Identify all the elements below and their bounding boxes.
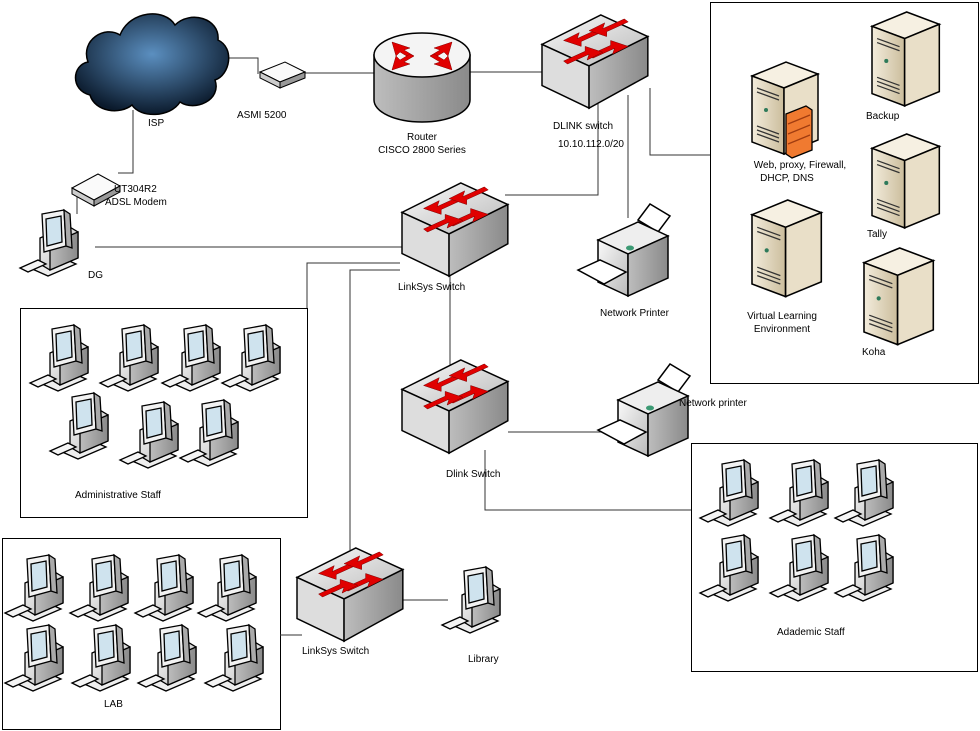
label-dlink-switch: DLINK switch — [553, 121, 613, 132]
link-linksys-admin — [306, 262, 400, 308]
lab-computer-icon — [196, 553, 257, 622]
academic-staff-box — [691, 443, 978, 672]
server-room-box — [710, 2, 979, 384]
lab-computer-icon — [3, 623, 64, 692]
router-icon — [373, 32, 471, 123]
adsl-modem-icon — [70, 173, 122, 207]
link-isp-asmi — [222, 57, 259, 74]
web-server-icon — [749, 61, 821, 159]
network-printer-2-icon — [596, 363, 692, 458]
link-isp-modem — [118, 110, 134, 174]
label-tally: Tally — [867, 229, 887, 240]
backup-server-icon — [869, 11, 942, 107]
label-lab: LAB — [104, 699, 123, 710]
admin-computer-icon — [160, 323, 221, 392]
admin-staff-box — [20, 308, 308, 518]
label-modem: ADSL Modem — [105, 197, 167, 208]
lab-computer-icon — [136, 623, 197, 692]
lab-computer-icon — [133, 553, 194, 622]
academic-computer-icon — [833, 458, 894, 527]
label-web-server-2: DHCP, DNS — [760, 173, 814, 184]
label-network-printer-2: Network printer — [679, 398, 747, 409]
lab-computer-icon — [203, 623, 264, 692]
admin-computer-icon — [220, 323, 281, 392]
admin-computer-icon — [48, 391, 109, 460]
label-library: Library — [468, 654, 499, 665]
admin-computer-icon — [98, 323, 159, 392]
admin-computer-icon — [28, 323, 89, 392]
asmi-modem-icon — [258, 61, 307, 89]
label-asmi: ASMI 5200 — [237, 110, 287, 121]
label-isp: ISP — [148, 118, 164, 129]
label-vle: Virtual Learning — [747, 311, 817, 322]
koha-server-icon — [861, 247, 936, 346]
lab-computer-icon — [70, 623, 131, 692]
link-dlink-servers — [649, 88, 710, 156]
academic-computer-icon — [768, 458, 829, 527]
label-router-model: CISCO 2800 Series — [378, 145, 466, 156]
academic-computer-icon — [833, 533, 894, 602]
lab-box — [2, 538, 281, 730]
tally-server-icon — [869, 133, 942, 229]
label-network-printer: Network Printer — [600, 308, 670, 319]
vle-server-icon — [749, 199, 824, 298]
dg-computer-icon — [18, 208, 79, 277]
label-academic-staff: Adademic Staff — [777, 627, 845, 638]
connections — [76, 57, 710, 636]
label-backup: Backup — [866, 111, 900, 122]
label-subnet: 10.10.112.0/20 — [558, 139, 624, 150]
lab-computer-icon — [68, 553, 129, 622]
dlink-switch-icon — [540, 14, 650, 110]
labels: ISP ASMI 5200 Router CISCO 2800 Series D… — [75, 110, 900, 710]
network-printer-icon — [576, 203, 672, 298]
link-dlink-linksys — [505, 100, 599, 196]
link-linksys-linksys2 — [349, 269, 400, 550]
library-computer-icon — [440, 565, 501, 634]
admin-computer-icon — [118, 400, 179, 469]
academic-computer-icon — [698, 458, 759, 527]
label-koha: Koha — [862, 347, 886, 358]
academic-computer-icon — [768, 533, 829, 602]
isp-cloud-icon — [74, 13, 230, 116]
dlink-switch-2-icon — [400, 359, 510, 455]
label-router: Router — [407, 132, 438, 143]
academic-computer-icon — [698, 533, 759, 602]
label-dg: DG — [88, 270, 103, 281]
label-modem-model: UT304R2 — [114, 184, 157, 195]
link-dlink2-academic — [484, 450, 691, 511]
linksys-switch-2-icon — [295, 547, 405, 643]
label-linksys-switch-2: LinkSys Switch — [302, 646, 369, 657]
label-vle-2: Environment — [754, 324, 810, 335]
linksys-switch-icon — [400, 182, 510, 278]
lab-computer-icon — [3, 553, 64, 622]
label-web-server: Web, proxy, Firewall, — [754, 160, 846, 171]
label-dlink-switch-2: Dlink Switch — [446, 469, 500, 480]
label-linksys-switch: LinkSys Switch — [398, 282, 465, 293]
label-admin-staff: Administrative Staff — [75, 490, 161, 501]
admin-computer-icon — [178, 398, 239, 467]
